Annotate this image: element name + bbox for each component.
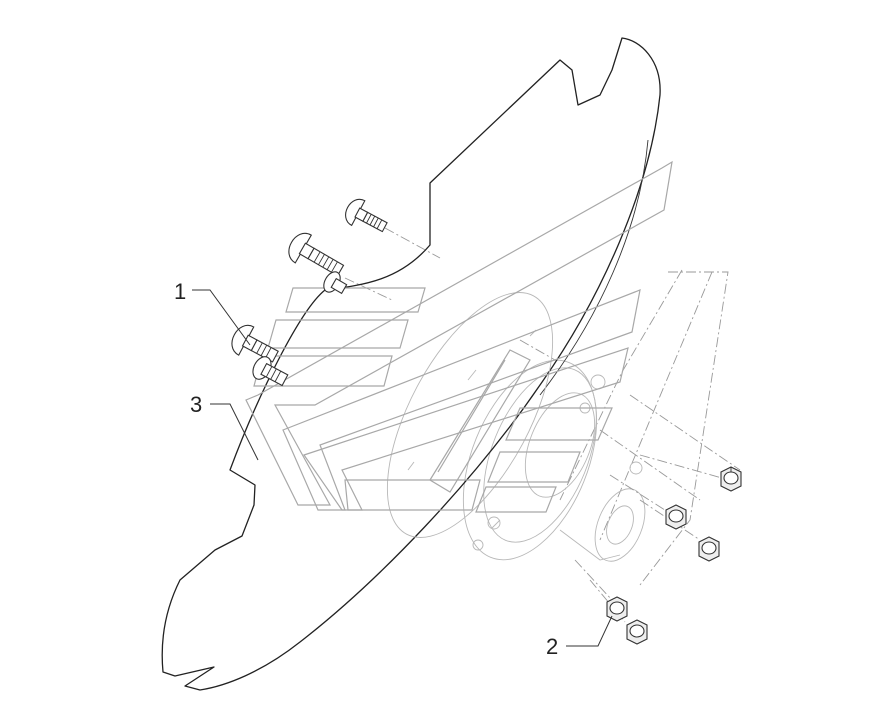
hub-assembly-ghost (462, 269, 741, 586)
callout-3: 3 (190, 392, 259, 461)
watermark-chevron (245, 160, 673, 513)
hex-nut-1 (720, 466, 742, 492)
hex-nut-5 (626, 619, 648, 645)
hex-nut-2 (665, 504, 687, 530)
callout-label-1: 1 (174, 279, 186, 304)
callout-2: 2 (546, 615, 613, 659)
callout-label-2: 2 (546, 634, 558, 659)
carriage-bolt-middle (288, 232, 345, 277)
disc-blade (161, 37, 661, 691)
callout-label-3: 3 (190, 392, 202, 417)
carriage-bolt-top (345, 198, 388, 233)
callout-1: 1 (174, 279, 251, 346)
hex-nut-3 (698, 536, 720, 562)
carriage-bolt-short (323, 271, 348, 295)
assembly-centerlines (344, 227, 723, 623)
carriage-bolt-lower (231, 324, 279, 363)
carriage-bolt-bottom (252, 356, 289, 387)
hex-nut-4 (606, 596, 628, 622)
